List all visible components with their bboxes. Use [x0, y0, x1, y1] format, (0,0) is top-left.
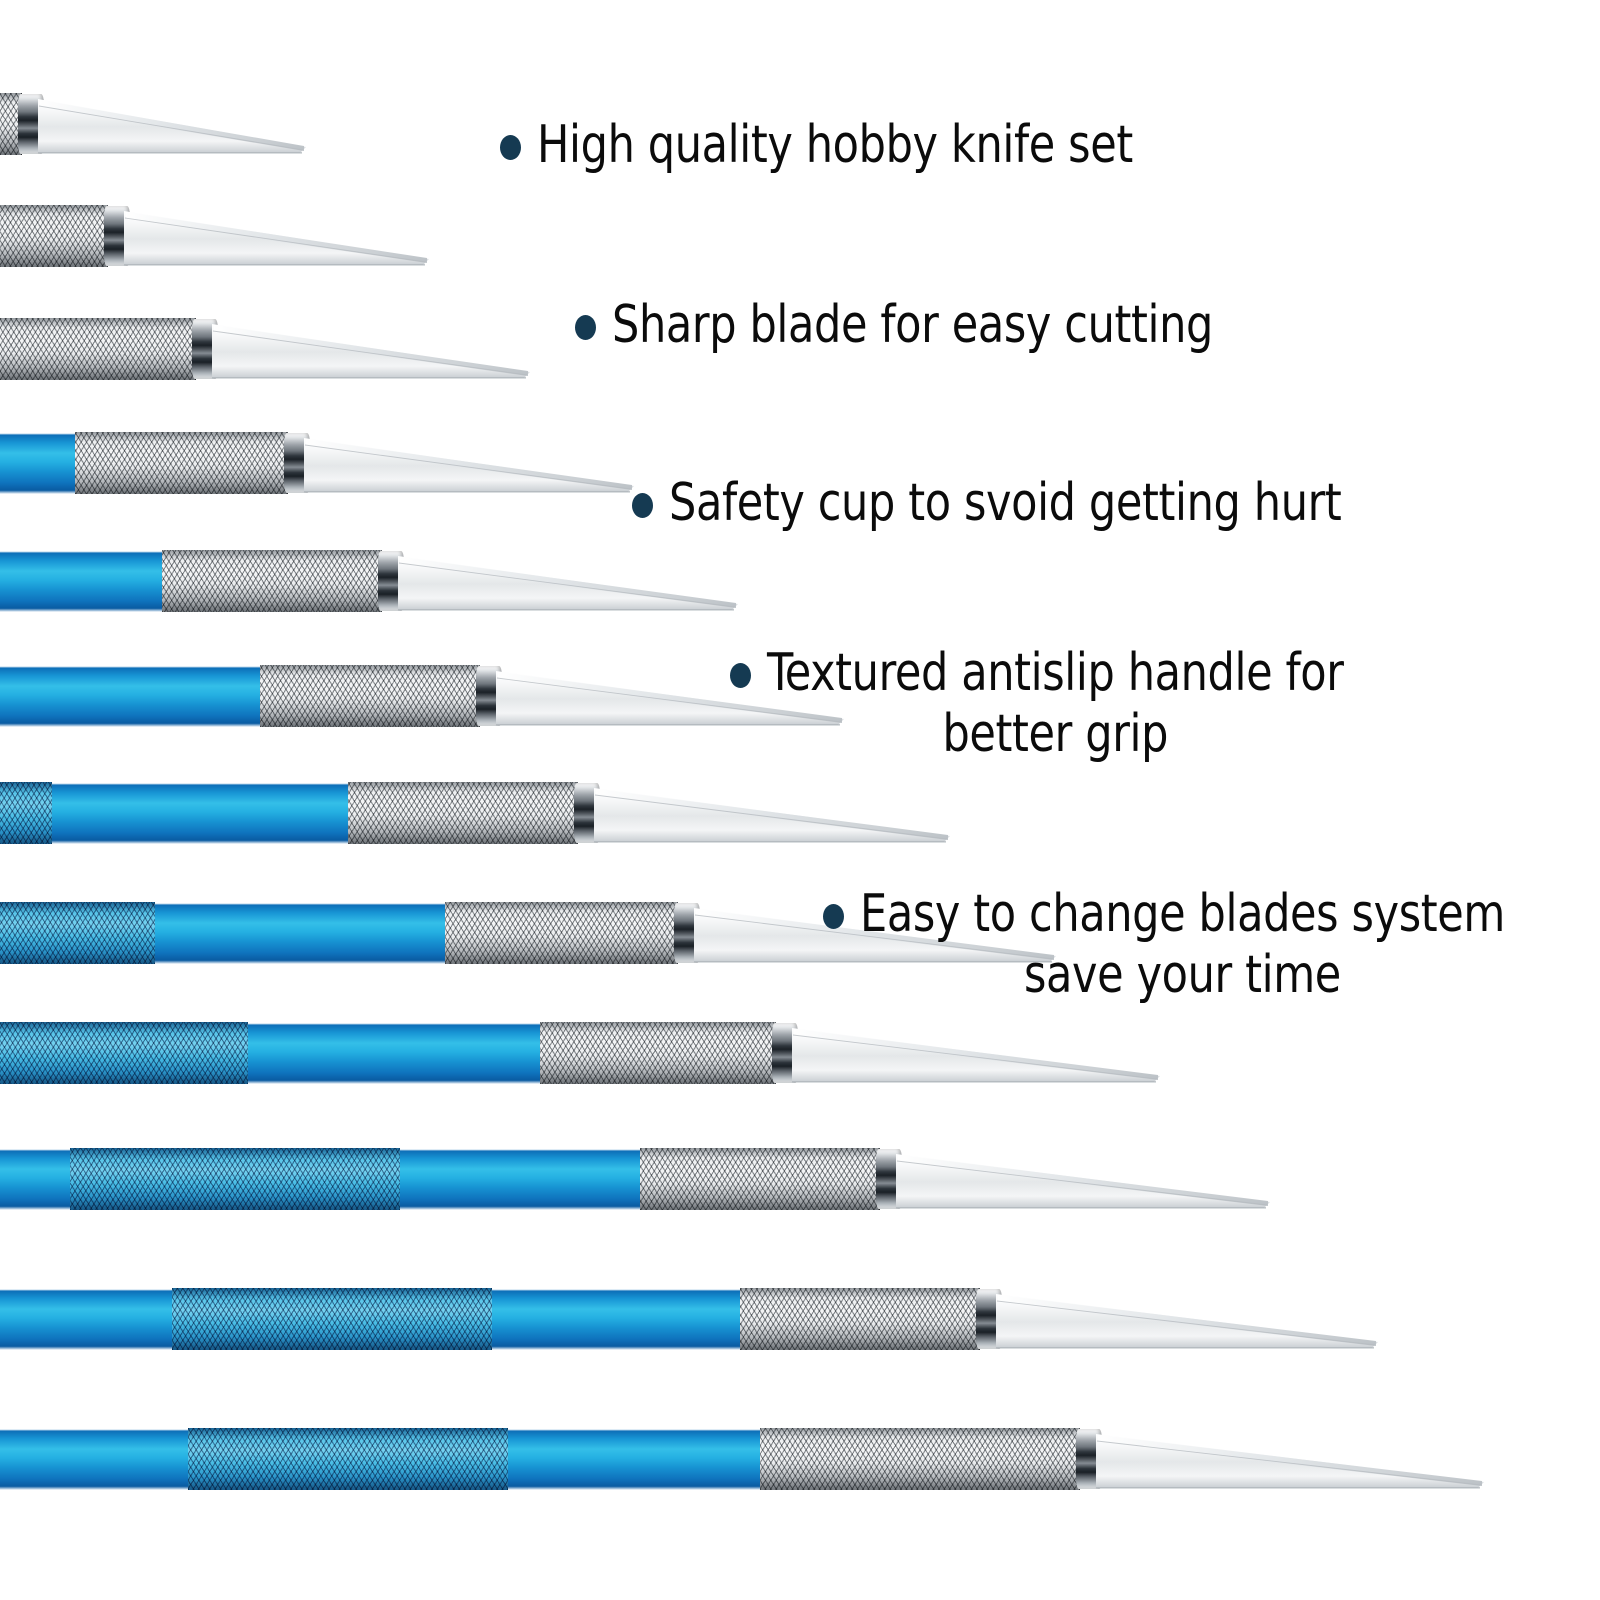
feature-label: High quality hobby knife set [537, 115, 1133, 176]
feature-label-line: save your time [1023, 945, 1341, 1006]
feature-label-line: Sharp blade for easy cutting [612, 295, 1213, 355]
feature-label: Safety cup to svoid getting hurt [669, 473, 1342, 534]
feature-safety-cup: Safety cup to svoid getting hurt [632, 473, 1400, 534]
bullet-dot-icon [632, 493, 653, 518]
feature-label-line: Easy to change blades system [860, 884, 1505, 944]
bullet-dot-icon [500, 135, 521, 160]
bullet-dot-icon [730, 663, 751, 688]
feature-label-line: Safety cup to svoid getting hurt [669, 473, 1342, 533]
bullet-dot-icon [823, 904, 844, 929]
feature-label-line: better grip [942, 704, 1169, 765]
feature-label: Sharp blade for easy cutting [612, 295, 1213, 356]
feature-quality: High quality hobby knife set [500, 115, 1185, 176]
feature-sharp-blade: Sharp blade for easy cutting [575, 295, 1265, 356]
feature-label-line: Textured antislip handle for [767, 643, 1344, 703]
bullet-dot-icon [575, 315, 596, 340]
feature-label-line: High quality hobby knife set [537, 115, 1133, 175]
